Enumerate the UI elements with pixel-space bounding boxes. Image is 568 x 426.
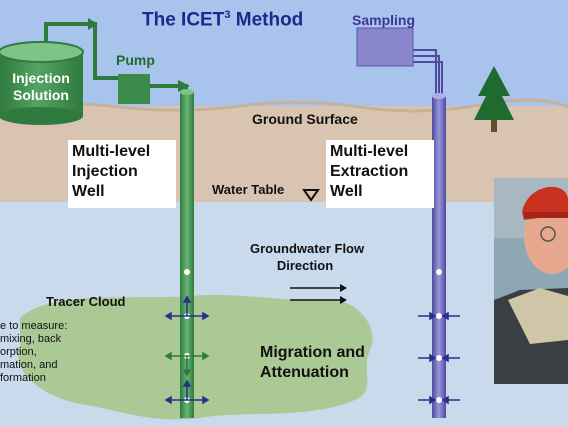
measurement-notes: e to measure: mixing, back orption, mati… [0, 320, 67, 385]
pump-box [118, 74, 150, 104]
migration-line-2: Attenuation [260, 364, 349, 381]
diagram-title: The ICET3 Method [142, 9, 303, 31]
injection-green-arrows [164, 351, 210, 377]
injection-well-label: Multi-level Injection Well [68, 140, 176, 208]
injection-well [180, 92, 194, 418]
migration-line-1: Migration and [260, 344, 365, 361]
notes-line-4: mation, and [0, 359, 58, 371]
sampling-label: Sampling [352, 12, 416, 28]
sampling-tube [413, 61, 443, 98]
sampling-tube [413, 55, 440, 98]
extraction-well-line-3: Well [330, 183, 363, 200]
groundwater-flow-label: Groundwater Flow Direction [250, 240, 365, 274]
extraction-inflow-arrows [418, 311, 460, 405]
title-suffix: Method [230, 9, 304, 31]
injection-outflow-arrows [164, 295, 210, 405]
pump-label: Pump [116, 52, 155, 68]
pipe-arrowhead-icon [178, 80, 190, 92]
injection-well-line-1: Multi-level [72, 143, 151, 160]
groundwater-flow-line-2: Direction [276, 258, 334, 273]
title-main: The ICET [142, 9, 225, 31]
extraction-well-line-1: Multi-level [330, 143, 409, 160]
sampling-box [356, 27, 414, 67]
notes-line-1: e to measure: [0, 320, 68, 332]
pipe-arrowhead-icon [88, 18, 98, 30]
extraction-well [432, 96, 446, 418]
ground-surface-label: Ground Surface [252, 111, 358, 127]
notes-line-2: mixing, back [0, 333, 62, 345]
tank-bottom [0, 107, 83, 125]
injection-well-line-3: Well [72, 183, 105, 200]
notes-line-5: formation [0, 372, 46, 384]
groundwater-flow-line-1: Groundwater Flow [250, 241, 365, 256]
extraction-well-line-2: Extraction [330, 163, 409, 180]
tracer-cloud-label: Tracer Cloud [46, 294, 126, 309]
water-table-triangle-icon [302, 189, 320, 202]
presenter-photo [494, 178, 568, 384]
injection-solution-line-1: Injection [12, 70, 70, 86]
injection-well-line-2: Injection [72, 163, 138, 180]
notes-line-3: orption, [0, 346, 37, 358]
injection-well-top [180, 89, 194, 95]
extraction-well-top [432, 93, 446, 99]
extraction-well-label: Multi-level Extraction Well [326, 140, 434, 208]
title-superscript: 3 [224, 9, 231, 21]
migration-attenuation-label: Migration and Attenuation [260, 343, 365, 383]
tracer-cloud-plume [18, 295, 373, 420]
pine-tree-icon [474, 66, 514, 132]
injection-solution-label: Injection Solution [8, 70, 74, 104]
water-table-label: Water Table [212, 182, 285, 197]
sampling-tube [413, 49, 437, 98]
extraction-ports [436, 269, 442, 403]
tank-top [0, 41, 84, 63]
groundwater-flow-arrows [290, 284, 347, 304]
injection-solution-line-2: Solution [13, 87, 69, 103]
